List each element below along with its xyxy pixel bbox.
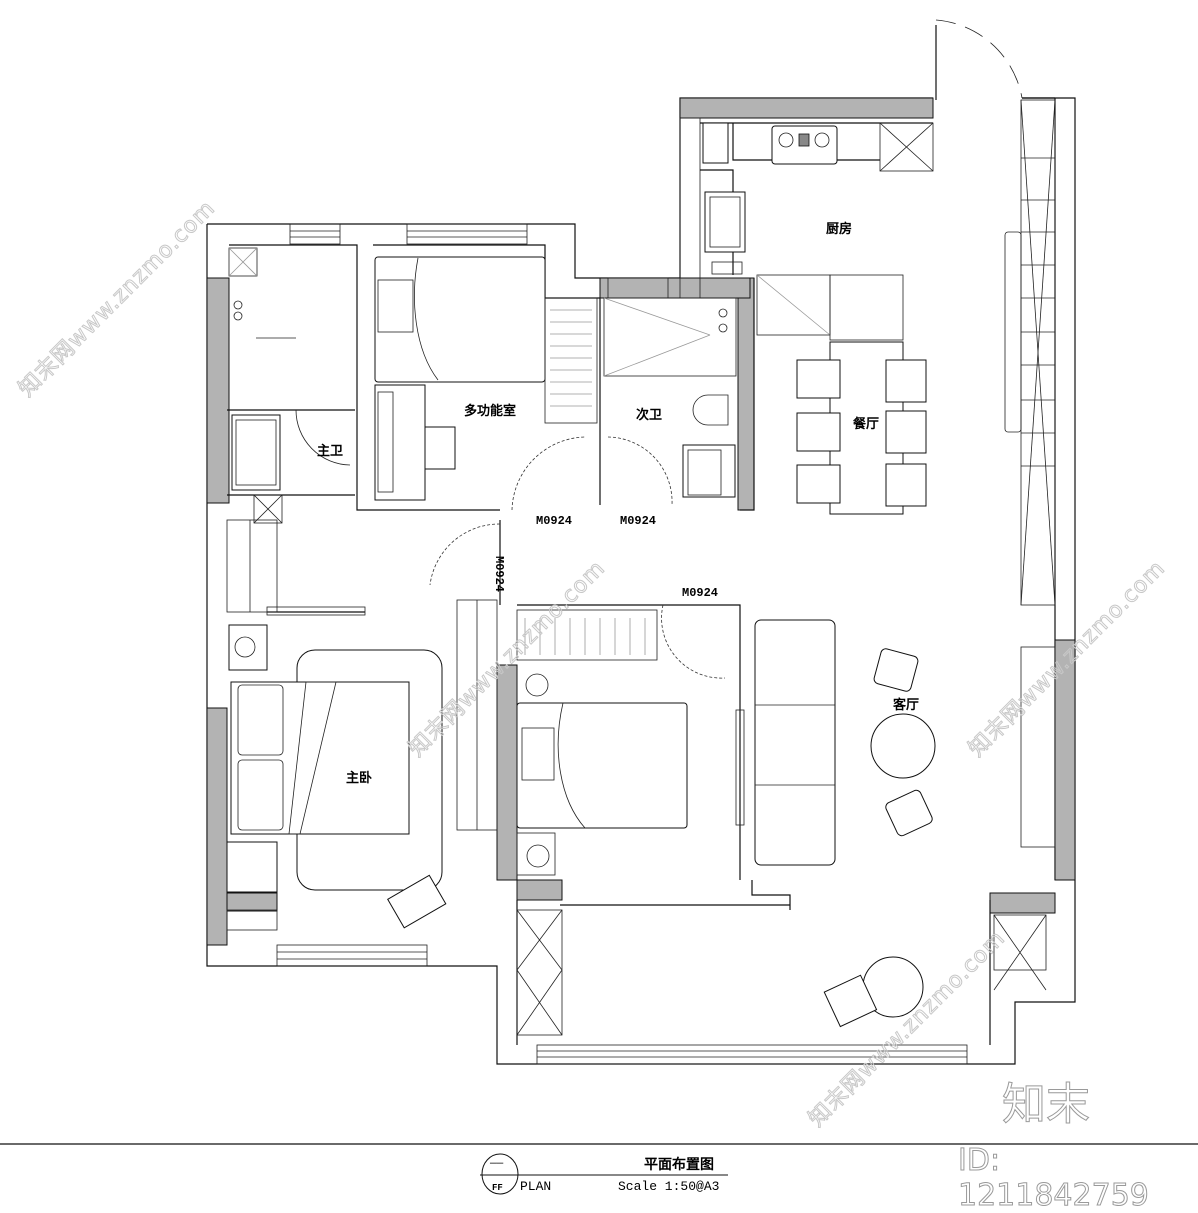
living-furniture [516, 619, 1047, 1036]
door-label-master-bedroom: M0924 [492, 556, 506, 593]
scale-label: Scale 1:50@A3 [618, 1179, 720, 1194]
room-label-master-bedroom: 主卧 [346, 771, 373, 786]
room-label-dining: 餐厅 [853, 417, 880, 432]
multi-room-furniture [374, 256, 598, 511]
wardrobe-right [1004, 99, 1056, 848]
second-bath-fixtures [603, 297, 737, 506]
room-label-second-bath: 次卫 [636, 408, 663, 423]
master-bedroom-furniture [226, 519, 498, 931]
entry-door [935, 19, 1023, 100]
kitchen-fixtures [700, 122, 934, 341]
outer-walls [206, 97, 1076, 1065]
dining-set [796, 341, 927, 515]
title-block [0, 1143, 1198, 1195]
door-label-multi-room: M0924 [536, 514, 573, 528]
room-label-multi-room: 多功能室 [464, 404, 517, 419]
plan-label: PLAN [520, 1179, 552, 1194]
master-bath-fixtures [228, 247, 351, 524]
drawing-title: 平面布置图 [644, 1157, 714, 1173]
plan-symbol-top: —— [490, 1158, 504, 1170]
plan-symbol-bottom: FF [492, 1183, 503, 1193]
room-label-kitchen: 厨房 [826, 222, 853, 237]
brand-watermark: 知末 [1002, 1079, 1091, 1131]
room-label-master-bath: 主卫 [317, 444, 344, 459]
id-watermark: ID: 1211842759 [958, 1143, 1150, 1213]
room-label-living: 客厅 [893, 698, 920, 713]
interior-walls [227, 244, 991, 1045]
door-label-second-bedroom: M0924 [682, 586, 719, 600]
door-label-second-bath: M0924 [620, 514, 657, 528]
second-bedroom-furniture [429, 523, 726, 876]
windows [276, 117, 968, 1065]
